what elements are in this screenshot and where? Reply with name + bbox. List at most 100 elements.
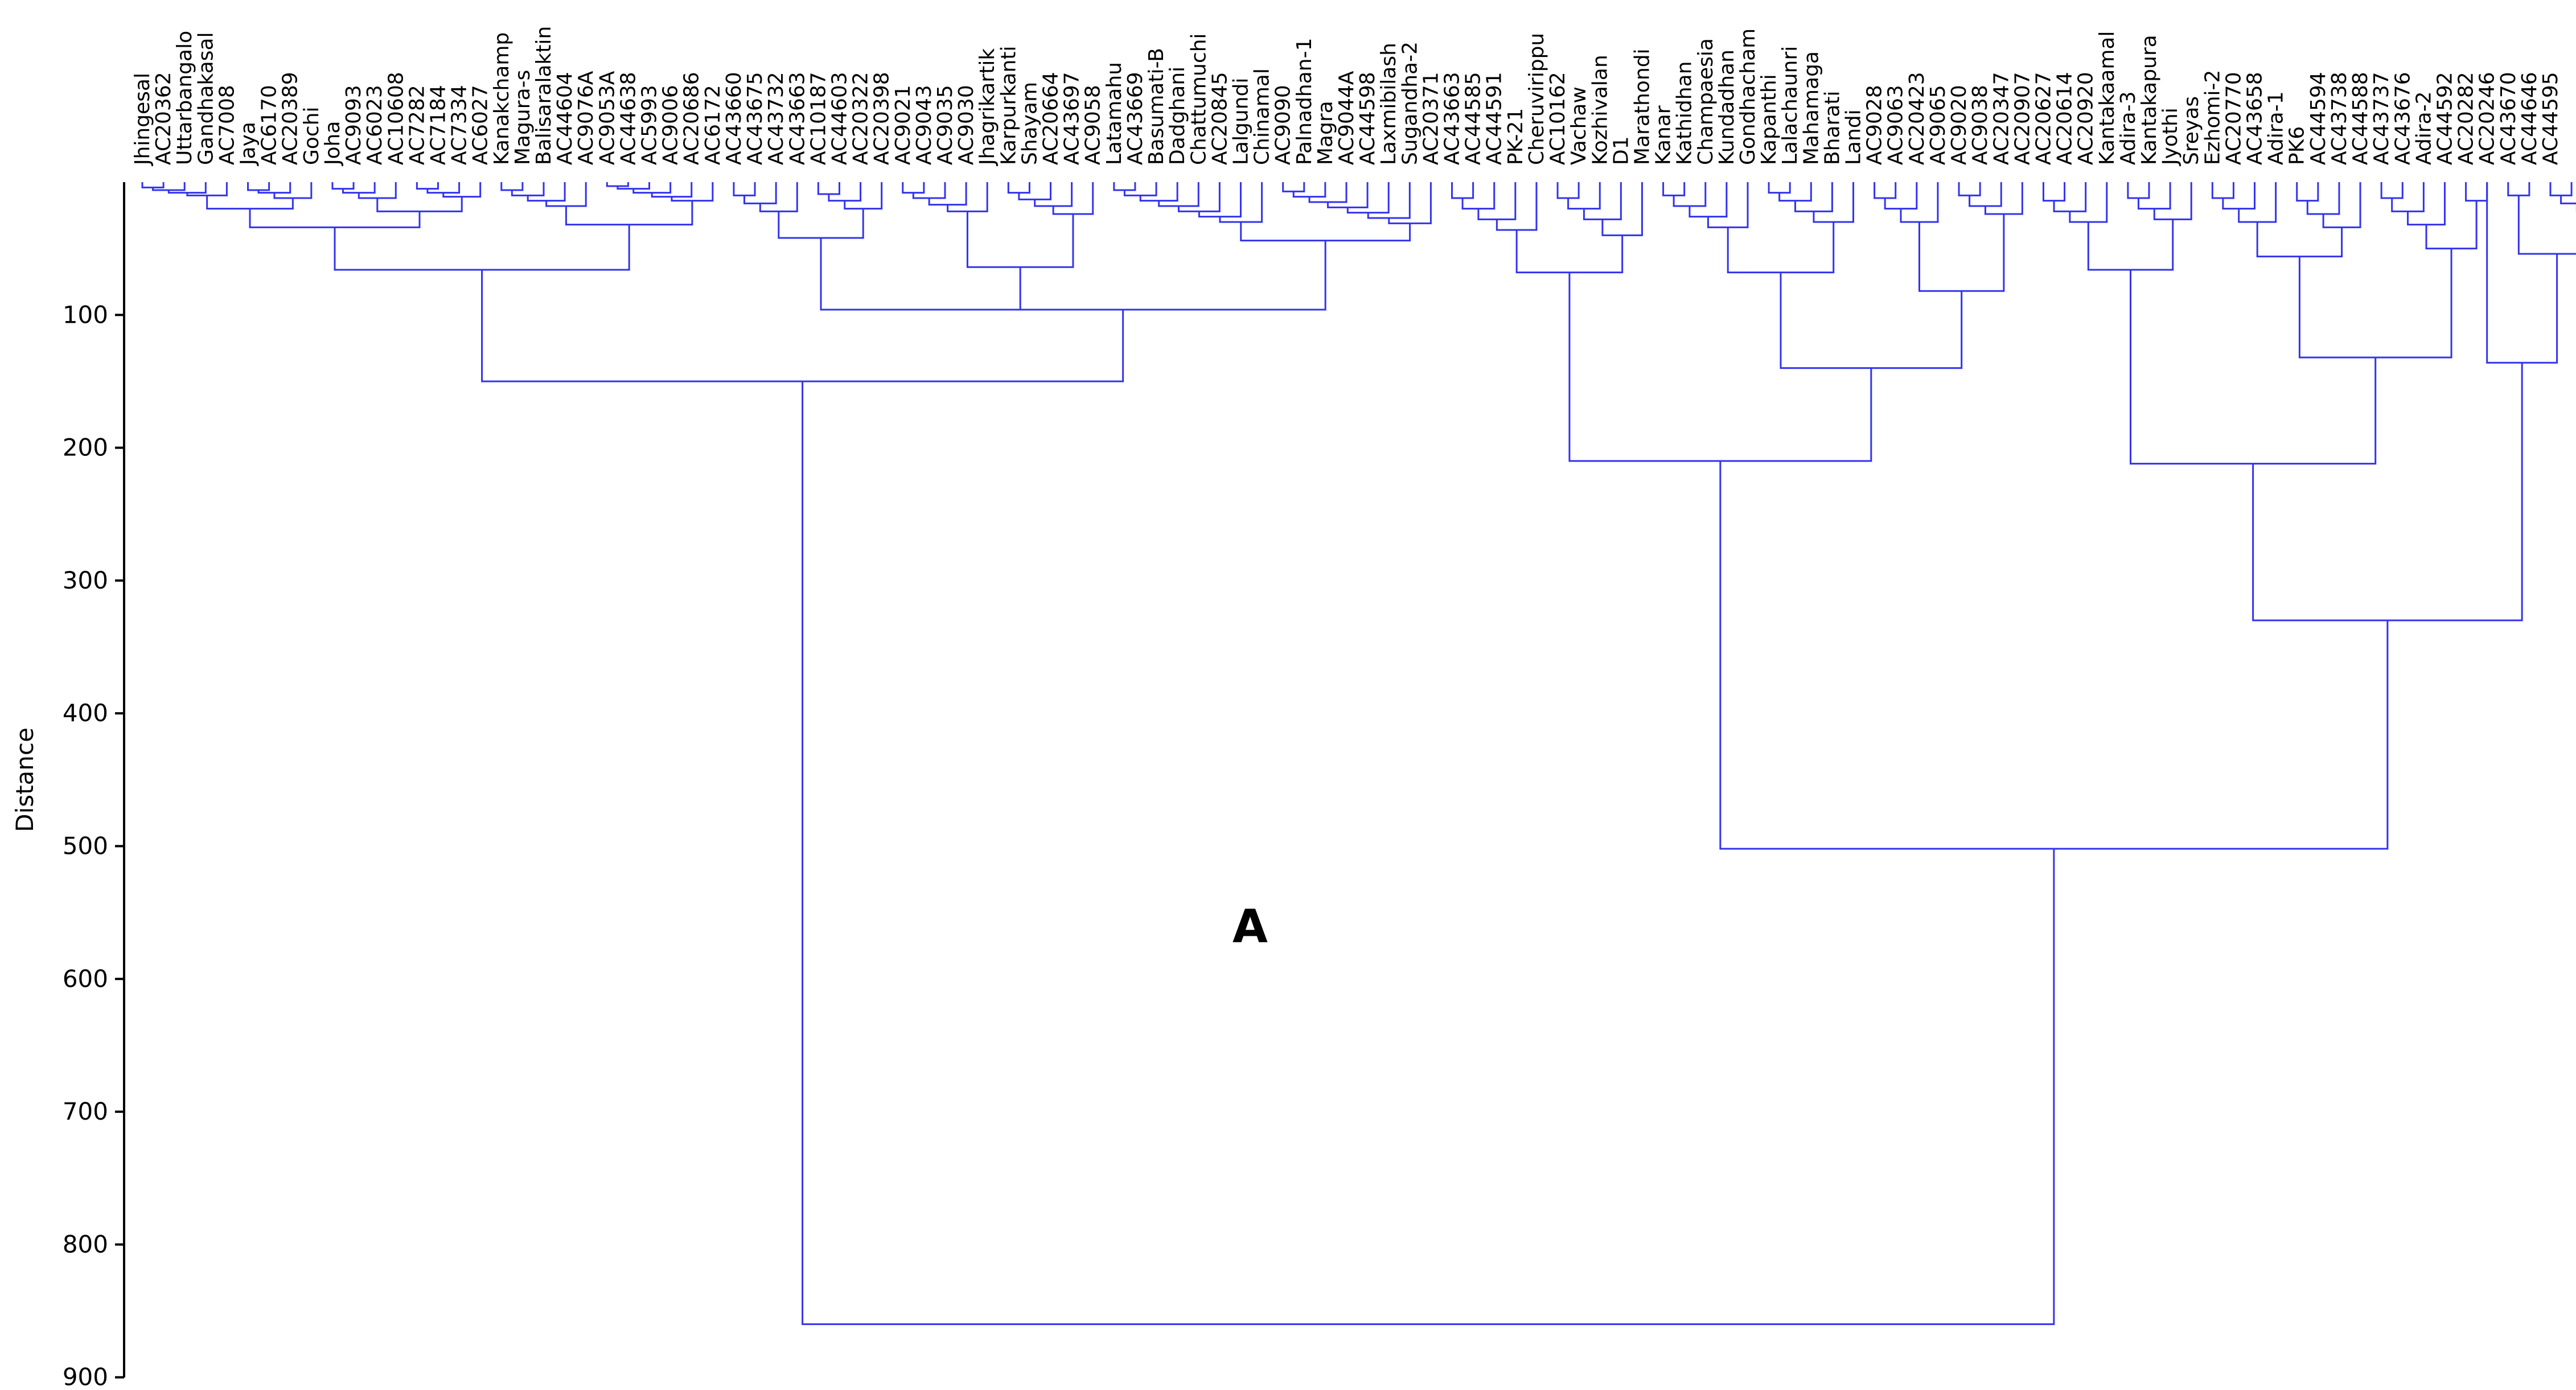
dendrogram-branch xyxy=(2298,248,2452,359)
leaf-label: Kathidhan xyxy=(1673,61,1696,165)
dendrogram-branch xyxy=(2322,182,2361,228)
leaf-label: Sreyas xyxy=(2180,96,2203,165)
dendrogram-branch xyxy=(759,182,798,212)
leaf-label: AC20322 xyxy=(849,72,873,165)
leaf-label: AC20627 xyxy=(2032,72,2055,165)
leaf-label: AC10162 xyxy=(1546,72,1570,165)
dendrogram-branch xyxy=(2391,182,2425,212)
leaf-label: AC9038 xyxy=(1969,85,1992,165)
leaf-label: AC44603 xyxy=(828,72,851,165)
leaf-label: Jyothi xyxy=(2159,108,2182,166)
leaf-label: AC9043 xyxy=(913,85,936,165)
leaf-label: Karpurkanti xyxy=(997,46,1020,165)
dendrogram-branch xyxy=(1451,182,1474,199)
leaf-labels: JhingesalAC20362UttarbangaloGandhakasalA… xyxy=(131,26,2562,166)
leaf-label: AC43738 xyxy=(2328,72,2351,165)
dendrogram-branch xyxy=(928,182,967,206)
dendrogram-branch xyxy=(2222,182,2256,210)
leaf-label: Adira-2 xyxy=(2412,91,2435,165)
leaf-label: AC43669 xyxy=(1124,72,1147,165)
leaf-label: AC7008 xyxy=(215,85,239,165)
leaf-label: AC43663 xyxy=(1441,72,1464,165)
dendrogram-branch xyxy=(912,182,946,199)
dendrogram-branch xyxy=(743,182,777,204)
dendrogram-branch xyxy=(426,182,461,194)
dendrogram-branch xyxy=(2211,182,2234,199)
dendrogram-branch xyxy=(167,182,207,194)
leaf-label: Landi xyxy=(1842,109,1866,165)
leaf-label: AC44598 xyxy=(1356,72,1379,165)
dendrogram-branch xyxy=(1688,182,1728,218)
leaf-label: AC43675 xyxy=(743,72,767,165)
leaf-label: AC43660 xyxy=(722,72,746,165)
dendrogram-branch xyxy=(1282,182,1305,192)
leaf-label: Kanakchamp xyxy=(490,32,513,165)
dendrogram-branch xyxy=(247,182,270,191)
leaf-label: Kanar xyxy=(1652,105,1675,165)
leaf-label: Adira-3 xyxy=(2117,91,2140,165)
leaf-label: AC6172 xyxy=(701,85,725,165)
y-tick-label: 900 xyxy=(63,1363,108,1390)
leaf-label: Basumati-B xyxy=(1145,48,1168,165)
leaf-label: Palnadhan-1 xyxy=(1293,38,1316,165)
leaf-label: AC44594 xyxy=(2307,72,2330,165)
leaf-label: AC44588 xyxy=(2349,72,2372,165)
dendrogram-branch xyxy=(2087,219,2174,271)
leaf-label: Adira-1 xyxy=(2265,91,2288,165)
y-tick-label: 300 xyxy=(63,566,108,594)
dendrogram-branch xyxy=(1583,182,1622,220)
leaf-label: Kantakaamal xyxy=(2096,31,2119,166)
dendrogram-branch xyxy=(733,182,756,196)
dendrogram-branch xyxy=(511,182,545,196)
leaf-label: Gochi xyxy=(300,106,323,165)
dendrogram-branch xyxy=(606,182,629,187)
dendrogram-branch xyxy=(1884,182,1918,210)
dendrogram-branch xyxy=(2042,182,2066,202)
leaf-label: AC20362 xyxy=(152,72,175,165)
dendrogram-branch xyxy=(2130,269,2377,465)
leaf-label: AC43663 xyxy=(786,72,809,165)
dendrogram-branch xyxy=(257,182,291,194)
dendrogram-branch xyxy=(1477,182,1517,220)
leaf-label: AC20614 xyxy=(2053,72,2077,165)
dendrogram-branch xyxy=(632,182,672,194)
dendrogram-branch xyxy=(1515,229,1624,274)
leaf-label: AC9065 xyxy=(1926,85,1950,165)
leaf-label: Mahamaga xyxy=(1799,51,1823,165)
dendrogram-branch xyxy=(2507,182,2530,196)
dendrogram-branch xyxy=(966,211,1074,268)
dendrogram-branch xyxy=(1662,182,1686,196)
dendrogram-branch xyxy=(334,224,630,271)
y-tick-label: 700 xyxy=(63,1097,108,1125)
leaf-label: AC20423 xyxy=(1905,72,1929,165)
leaf-label: AC6023 xyxy=(363,85,387,165)
dendrogram-branch xyxy=(2127,182,2150,199)
leaf-label: Shayam xyxy=(1018,82,1041,165)
leaf-label: AC9093 xyxy=(342,85,365,165)
y-axis-label: Distance xyxy=(11,727,39,832)
dendrogram-branch xyxy=(1673,182,1707,207)
dendrogram-branch xyxy=(1139,182,1178,202)
dendrogram-branch xyxy=(273,182,313,199)
leaf-label: Chinamal xyxy=(1251,68,1274,165)
dendrogram-branch xyxy=(2238,182,2277,223)
leaf-label: AC7334 xyxy=(448,85,471,165)
dendrogram-branch xyxy=(1601,182,1643,236)
leaf-label: D1 xyxy=(1609,136,1633,165)
dendrogram-branch xyxy=(1874,182,1897,199)
dendrogram-branch xyxy=(376,196,463,212)
leaf-label: PK6 xyxy=(2286,126,2309,165)
dendrogram-branch xyxy=(778,208,864,239)
leaf-label: AC20246 xyxy=(2476,72,2499,165)
dendrogram-branch xyxy=(2296,182,2319,202)
leaf-label: AC9063 xyxy=(1884,85,1908,165)
leaf-label: Champaesia xyxy=(1694,38,1718,165)
leaf-label: AC20398 xyxy=(870,72,894,165)
y-tick-label: 800 xyxy=(63,1230,108,1258)
leaf-label: Ezhomi-2 xyxy=(2201,70,2224,165)
leaf-label: AC20371 xyxy=(1419,72,1443,165)
leaf-label: Jhingesal xyxy=(131,73,154,166)
leaf-label: Bharati xyxy=(1821,91,1844,165)
dendrogram-branch xyxy=(2252,363,2523,622)
leaf-label: AC44591 xyxy=(1483,72,1506,165)
